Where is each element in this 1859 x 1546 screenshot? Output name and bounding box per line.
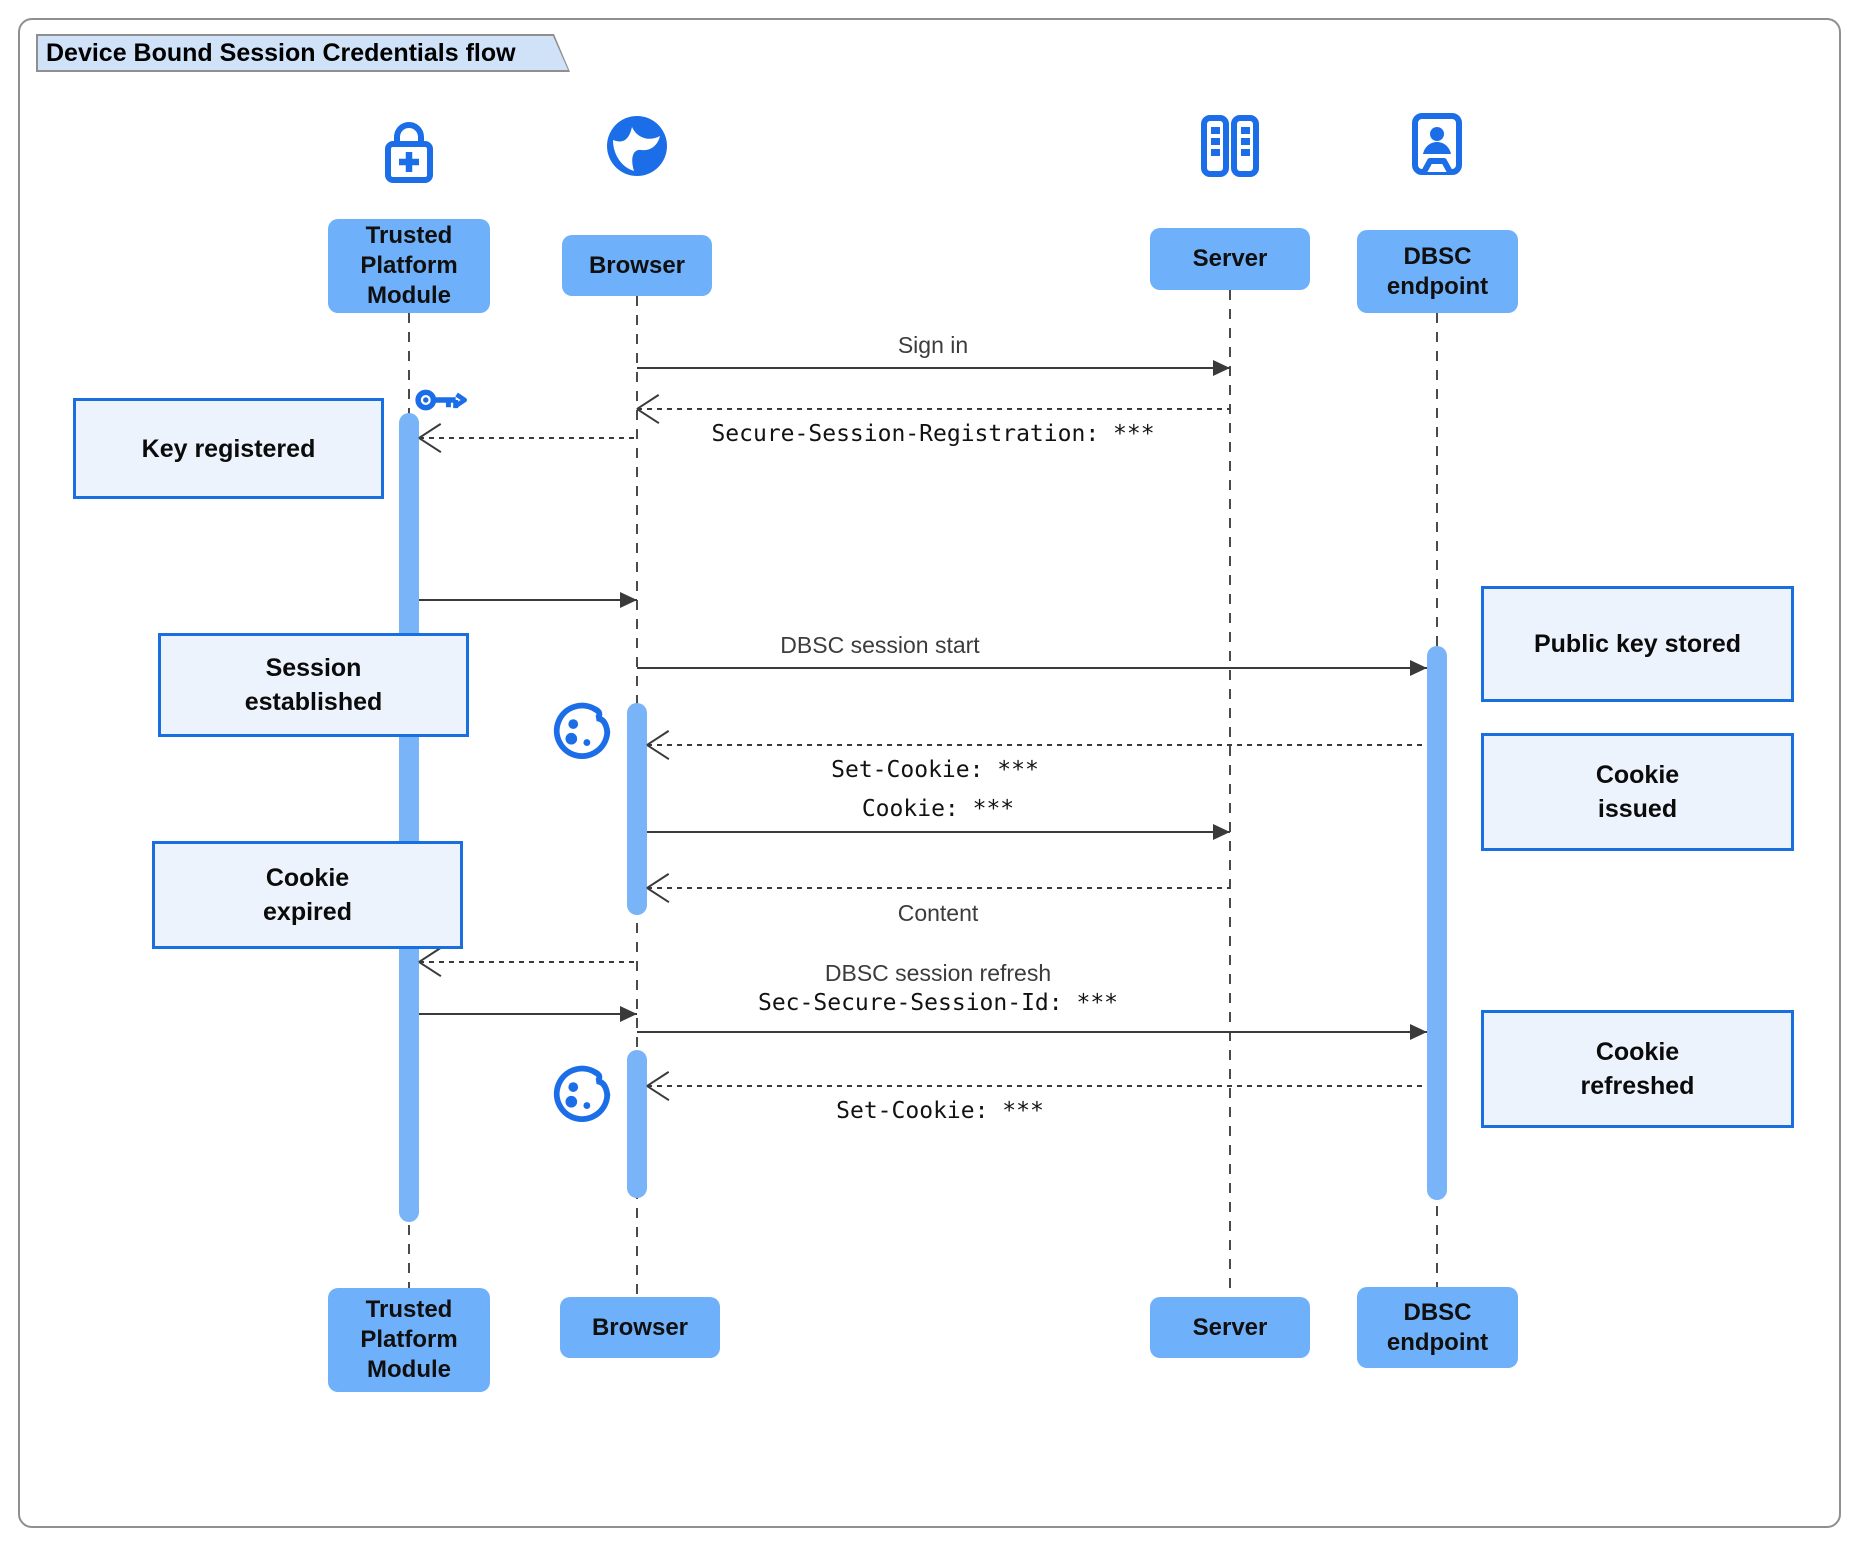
diagram-title: Device Bound Session Credentials flow bbox=[46, 39, 516, 67]
participant-label-line: DBSC bbox=[1403, 242, 1472, 270]
note-text-line: Cookie bbox=[265, 864, 350, 892]
message-line-refresh-sign-request bbox=[419, 960, 637, 964]
message-text: Sec-Secure-Session-Id: *** bbox=[757, 990, 1119, 1016]
note-cookie-refreshed: Cookie refreshed bbox=[1481, 1010, 1794, 1128]
message-line-dbsc-session-start bbox=[637, 667, 1427, 669]
note-key-registered: Key registered bbox=[73, 398, 384, 499]
door-person-icon bbox=[1401, 113, 1473, 184]
message-label-secure-session-registration: Secure-Session-Registration: *** bbox=[711, 419, 1154, 449]
activation-bar-1 bbox=[627, 703, 647, 915]
message-line-key-returned bbox=[419, 599, 637, 601]
message-text: Set-Cookie: *** bbox=[836, 1098, 1044, 1124]
message-text: DBSC session refresh bbox=[824, 960, 1052, 986]
participant-label-line: Server bbox=[1192, 1313, 1268, 1341]
title-tab bbox=[38, 36, 568, 70]
participant-label-line: Browser bbox=[591, 1313, 689, 1341]
participant-label-line: endpoint bbox=[1386, 1328, 1489, 1356]
note-text-line: Key registered bbox=[141, 434, 316, 463]
message-text: Content bbox=[897, 900, 979, 926]
message-label-dbsc-session-start: DBSC session start bbox=[780, 630, 979, 660]
lock-plus-icon bbox=[373, 122, 445, 192]
message-line-register-key-request bbox=[419, 436, 637, 440]
participant-label-line: Platform bbox=[360, 252, 458, 279]
note-text-line: Cookie bbox=[1595, 761, 1680, 789]
activation-bar-2 bbox=[627, 1050, 647, 1198]
participant-label-line: Trusted bbox=[365, 1296, 453, 1323]
participant-label-line: Trusted bbox=[365, 222, 453, 249]
arrowhead-sign-in bbox=[1213, 359, 1230, 376]
note-text-line: issued bbox=[1597, 795, 1678, 823]
participant-label-line: Server bbox=[1192, 245, 1268, 272]
participant-label-line: DBSC bbox=[1403, 1298, 1472, 1326]
activation-bar-0 bbox=[399, 413, 419, 1222]
participant-icon-browser bbox=[601, 110, 673, 182]
cookie-icon bbox=[547, 693, 617, 763]
note-text-line: refreshed bbox=[1580, 1072, 1695, 1100]
participant-label-top-server: Server bbox=[1150, 228, 1310, 290]
activation-bar-3 bbox=[1427, 646, 1447, 1200]
note-text-line: expired bbox=[263, 898, 352, 926]
arrowhead-cookie bbox=[1213, 823, 1230, 840]
note-text-line: Public key stored bbox=[1533, 630, 1742, 658]
server-racks-icon bbox=[1194, 115, 1266, 186]
participant-label-top-browser: Browser bbox=[562, 235, 712, 296]
arrowhead-dbsc-session-start bbox=[1410, 659, 1427, 676]
message-line-set-cookie-1 bbox=[647, 743, 1427, 747]
note-text-line: Cookie bbox=[1595, 1038, 1680, 1066]
participant-label-line: Platform bbox=[360, 1326, 458, 1353]
message-line-content bbox=[647, 886, 1230, 890]
note-text-line: established bbox=[244, 688, 383, 716]
message-line-dbsc-session-refresh bbox=[637, 1031, 1427, 1033]
participant-label-bottom-browser: Browser bbox=[560, 1297, 720, 1358]
message-line-set-cookie-2 bbox=[647, 1084, 1427, 1088]
note-text-line: Session bbox=[265, 654, 362, 682]
message-text: Cookie: *** bbox=[861, 796, 1015, 822]
message-label-set-cookie-2: Set-Cookie: *** bbox=[836, 1096, 1044, 1126]
note-cookie-expired: Cookie expired bbox=[152, 841, 463, 949]
participant-label-line: Module bbox=[367, 1356, 451, 1383]
participant-label-bottom-server: Server bbox=[1150, 1297, 1310, 1358]
message-line-cookie bbox=[647, 831, 1230, 833]
lifeline-server bbox=[1228, 290, 1232, 1297]
note-cookie-issued: Cookie issued bbox=[1481, 733, 1794, 851]
message-line-sign-in bbox=[637, 367, 1230, 369]
message-text: Sign in bbox=[897, 332, 969, 358]
message-text: Secure-Session-Registration: *** bbox=[711, 421, 1155, 447]
globe-icon bbox=[601, 116, 673, 186]
participant-icon-server bbox=[1194, 110, 1266, 182]
arrowhead-dbsc-session-refresh bbox=[1410, 1023, 1427, 1040]
message-label-content: Content bbox=[898, 898, 979, 928]
note-public-key-stored: Public key stored bbox=[1481, 586, 1794, 702]
participant-label-line: endpoint bbox=[1386, 272, 1489, 300]
message-line-secure-session-registration bbox=[637, 407, 1230, 411]
message-text: DBSC session start bbox=[780, 632, 980, 658]
note-session-established: Session established bbox=[158, 633, 469, 737]
participant-label-line: Module bbox=[367, 282, 451, 309]
message-label-set-cookie-1: Set-Cookie: *** bbox=[831, 755, 1039, 785]
arrowhead-key-returned bbox=[620, 591, 637, 608]
arrowhead-refresh-signature bbox=[620, 1005, 637, 1022]
message-label-sign-in: Sign in bbox=[898, 330, 968, 360]
message-label-cookie: Cookie: *** bbox=[862, 794, 1014, 824]
message-line-refresh-signature bbox=[419, 1013, 637, 1015]
participant-label-line: Browser bbox=[588, 251, 686, 279]
cookie-icon bbox=[547, 1056, 617, 1126]
participant-icon-tpm bbox=[373, 116, 445, 188]
key-icon bbox=[414, 377, 472, 423]
participant-icon-dbsc bbox=[1401, 108, 1473, 180]
message-text: Set-Cookie: *** bbox=[831, 757, 1039, 783]
